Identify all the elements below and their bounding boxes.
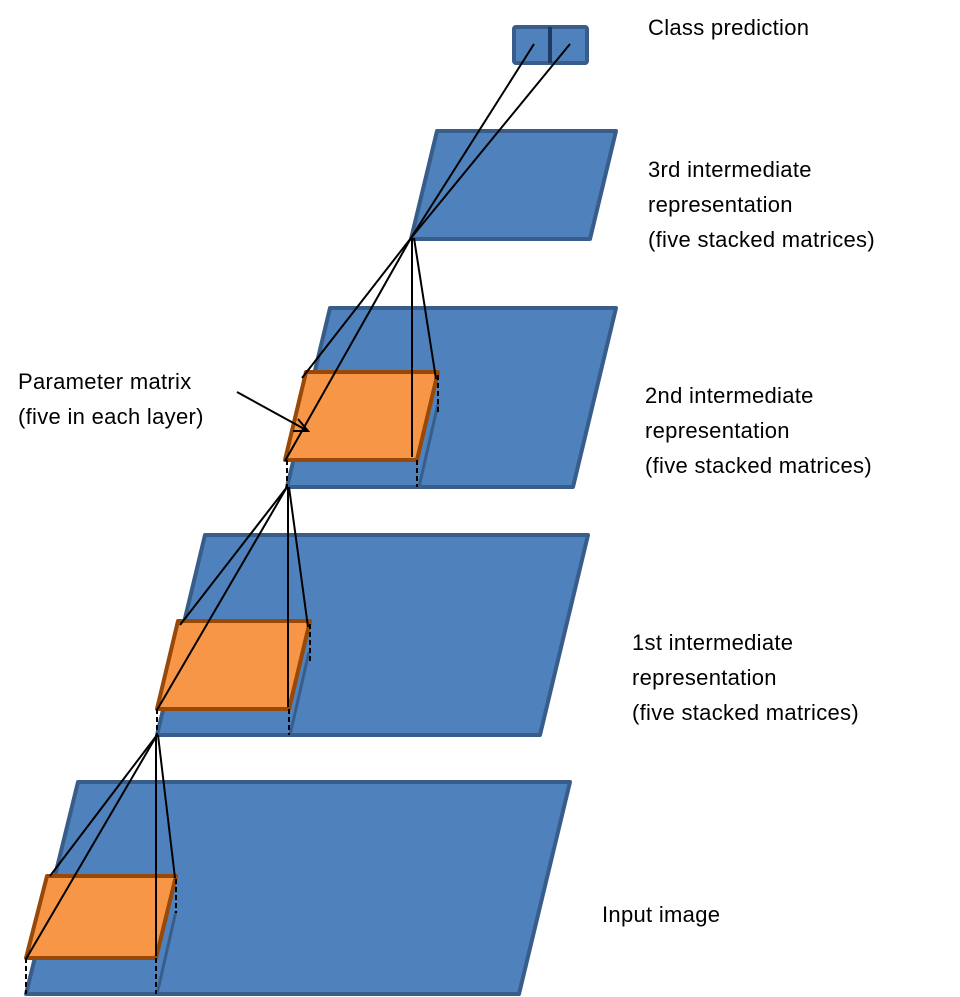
layer-1-label-line: representation [632, 665, 777, 690]
parameter-matrix-label: Parameter matrix (five in each layer) [18, 364, 204, 434]
layer-3-label: 3rd intermediate representation (five st… [648, 152, 875, 257]
layer-3-label-line: (five stacked matrices) [648, 227, 875, 252]
parameter-arrow [236, 391, 311, 432]
layer-1-label-line: 1st intermediate [632, 630, 794, 655]
dashed-projection-lines [25, 375, 439, 994]
layer-3-label-line: 3rd intermediate [648, 157, 812, 182]
layer-2-inner-edge [417, 403, 440, 488]
parameter-matrix-0 [24, 874, 178, 960]
layer-2-label: 2nd intermediate representation (five st… [645, 378, 872, 483]
layer-2-label-line: representation [645, 418, 790, 443]
parameter-label-line: (five in each layer) [18, 404, 204, 429]
parameter-matrix-2 [283, 370, 440, 462]
layer-1-label: 1st intermediate representation (five st… [632, 625, 859, 730]
layer-3 [409, 129, 618, 241]
layer-3-label-line: representation [648, 192, 793, 217]
input-image-label: Input image [602, 902, 721, 927]
parameter-label-line: Parameter matrix [18, 369, 192, 394]
layer-1-inner-edge [288, 651, 311, 736]
layer-2-label-line: 2nd intermediate [645, 383, 814, 408]
layer-1-label-line: (five stacked matrices) [632, 700, 859, 725]
layer-2-label-line: (five stacked matrices) [645, 453, 872, 478]
class-prediction-label: Class prediction [648, 15, 810, 40]
connection-lines [25, 43, 571, 960]
input-inner-edge [155, 910, 178, 995]
